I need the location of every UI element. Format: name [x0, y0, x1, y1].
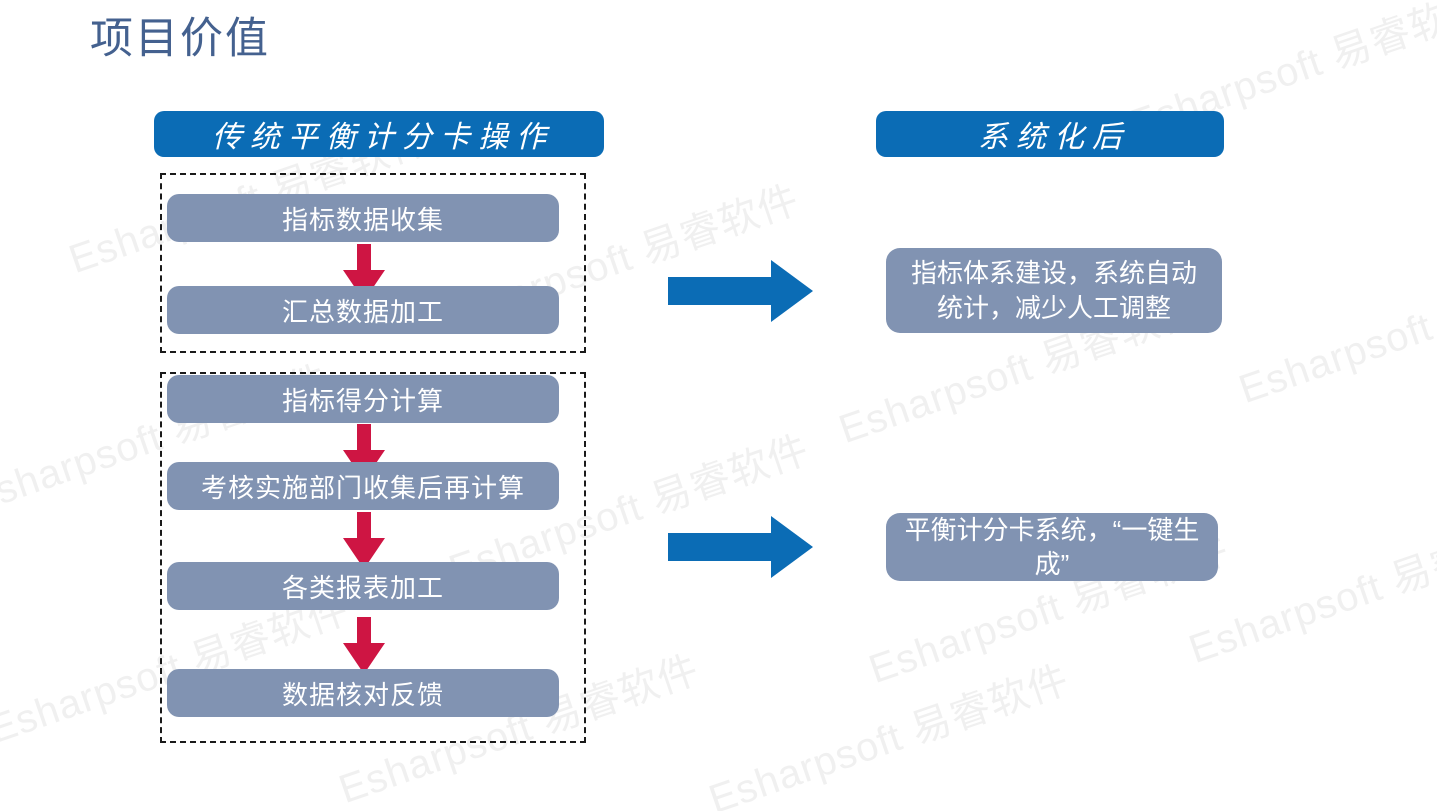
- step-box-3[interactable]: 指标得分计算: [167, 375, 559, 423]
- step-box-1[interactable]: 指标数据收集: [167, 194, 559, 242]
- arrow-down-icon: [343, 617, 385, 674]
- step-box-5[interactable]: 各类报表加工: [167, 562, 559, 610]
- arrow-down-icon: [343, 244, 385, 301]
- arrow-right-icon: [668, 516, 813, 578]
- step-box-6[interactable]: 数据核对反馈: [167, 669, 559, 717]
- section-header-systemized: 系统化后: [876, 111, 1224, 157]
- group-box-scoring-reporting: [160, 372, 586, 743]
- arrow-right-icon: [668, 260, 813, 322]
- step-box-2[interactable]: 汇总数据加工: [167, 286, 559, 334]
- page-title: 项目价值: [90, 15, 270, 63]
- step-box-4[interactable]: 考核实施部门收集后再计算: [167, 462, 559, 510]
- outcome-box-2[interactable]: 平衡计分卡系统，“一键生成”: [886, 513, 1218, 581]
- section-header-traditional: 传统平衡计分卡操作: [154, 111, 604, 157]
- arrow-down-icon: [343, 424, 385, 481]
- group-box-data-collection: [160, 173, 586, 353]
- outcome-box-1[interactable]: 指标体系建设，系统自动统计，减少人工调整: [886, 248, 1222, 333]
- arrow-down-icon: [343, 512, 385, 569]
